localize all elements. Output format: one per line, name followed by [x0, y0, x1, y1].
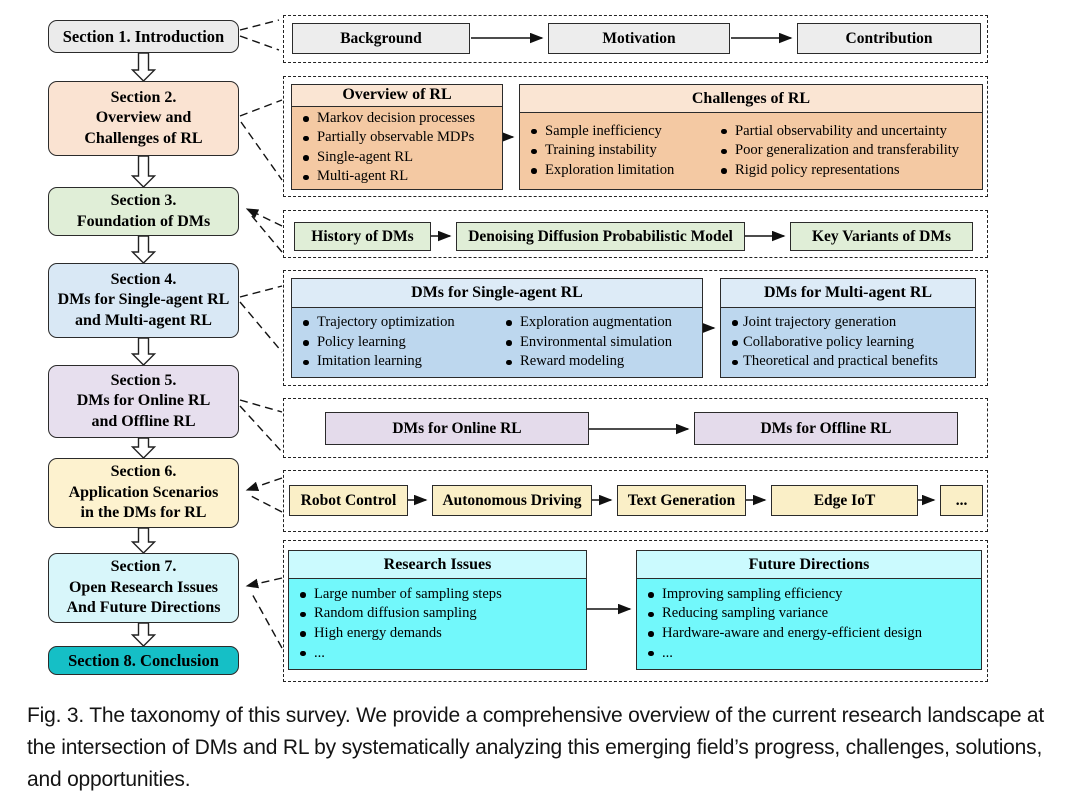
group-introduction — [283, 15, 988, 63]
research-issues-box: Research Issues Large number of sampling… — [288, 550, 587, 670]
down-arrow-icon — [130, 337, 157, 366]
dms-online-rl-box: DMs for Online RL — [325, 412, 589, 445]
down-arrow-icon — [130, 437, 157, 459]
contribution-box: Contribution — [797, 23, 981, 54]
group-dms-agents — [283, 270, 988, 386]
research-issues-title: Research Issues — [289, 551, 586, 579]
bullet-item: Markov decision processes — [294, 109, 475, 129]
down-arrow-icon — [130, 52, 157, 82]
bullet-item: Hardware-aware and energy-efficient desi… — [639, 624, 979, 644]
robot-control-box: Robot Control — [289, 485, 408, 516]
section-4-box: Section 4. DMs for Single-agent RL and M… — [48, 263, 239, 338]
bullet-item: Joint trajectory generation — [723, 313, 973, 333]
dashed-connectors — [239, 19, 283, 649]
dms-single-agent-title: DMs for Single-agent RL — [292, 279, 702, 308]
future-directions-title: Future Directions — [637, 551, 981, 579]
bullet-item: Reward modeling — [497, 352, 700, 372]
section-3-box: Section 3. Foundation of DMs — [48, 187, 239, 236]
figure-caption: Fig. 3. The taxonomy of this survey. We … — [27, 704, 1045, 791]
group-applications — [283, 470, 988, 532]
future-directions-box: Future Directions Improving sampling eff… — [636, 550, 982, 670]
bullet-item: Policy learning — [294, 333, 497, 353]
history-of-dms-box: History of DMs — [294, 222, 431, 251]
bullet-item: Partial observability and uncertainty — [712, 122, 980, 142]
group-research-future — [283, 540, 988, 682]
challenges-of-rl-title: Challenges of RL — [520, 85, 982, 113]
group-foundation-dms — [283, 210, 988, 258]
bullet-item: Poor generalization and transferability — [712, 141, 980, 161]
bullet-item: Multi-agent RL — [294, 167, 475, 187]
overview-of-rl-box: Overview of RL Markov decision processes… — [291, 84, 503, 190]
section-7-box: Section 7. Open Research Issues And Futu… — [48, 553, 239, 623]
section-6-box: Section 6. Application Scenarios in the … — [48, 458, 239, 528]
bullet-item: Large number of sampling steps — [291, 585, 584, 605]
bullet-item: High energy demands — [291, 624, 584, 644]
bullet-item: Partially observable MDPs — [294, 128, 475, 148]
dms-offline-rl-box: DMs for Offline RL — [694, 412, 958, 445]
bullet-item: Exploration augmentation — [497, 313, 700, 333]
bullet-item: Rigid policy representations — [712, 161, 980, 181]
bullet-item: Environmental simulation — [497, 333, 700, 353]
challenges-of-rl-box: Challenges of RL Sample inefficiency Tra… — [519, 84, 983, 190]
down-arrow-icon — [130, 622, 157, 647]
bullet-item: Exploration limitation — [522, 161, 712, 181]
bullet-item: Sample inefficiency — [522, 122, 712, 142]
background-box: Background — [292, 23, 470, 54]
autonomous-driving-box: Autonomous Driving — [432, 485, 592, 516]
bullet-item: Random diffusion sampling — [291, 604, 584, 624]
edge-iot-box: Edge IoT — [771, 485, 918, 516]
more-applications-box: ... — [940, 485, 983, 516]
dms-multi-agent-title: DMs for Multi-agent RL — [721, 279, 975, 308]
text-generation-box: Text Generation — [617, 485, 746, 516]
bullet-item: ... — [291, 644, 584, 664]
bullet-item: Trajectory optimization — [294, 313, 497, 333]
section-8-box: Section 8. Conclusion — [48, 646, 239, 675]
bullet-item: Improving sampling efficiency — [639, 585, 979, 605]
bullet-item: Reducing sampling variance — [639, 604, 979, 624]
bullet-item: Single-agent RL — [294, 148, 475, 168]
bullet-item: ... — [639, 644, 979, 664]
dms-multi-agent-box: DMs for Multi-agent RL Joint trajectory … — [720, 278, 976, 378]
section-2-box: Section 2. Overview and Challenges of RL — [48, 81, 239, 156]
dms-single-agent-box: DMs for Single-agent RL Trajectory optim… — [291, 278, 703, 378]
motivation-box: Motivation — [548, 23, 730, 54]
bullet-item: Collaborative policy learning — [723, 333, 973, 353]
group-dms-online-offline — [283, 398, 988, 458]
bullet-item: Imitation learning — [294, 352, 497, 372]
down-arrow-icon — [130, 155, 157, 188]
ddpm-box: Denoising Diffusion Probabilistic Model — [456, 222, 745, 251]
section-5-box: Section 5. DMs for Online RL and Offline… — [48, 365, 239, 438]
down-arrow-icon — [130, 235, 157, 264]
section-1-box: Section 1. Introduction — [48, 20, 239, 53]
down-arrow-icon — [130, 527, 157, 554]
group-rl — [283, 76, 988, 197]
key-variants-of-dms-box: Key Variants of DMs — [790, 222, 973, 251]
bullet-item: Theoretical and practical benefits — [723, 352, 973, 372]
overview-of-rl-title: Overview of RL — [292, 85, 502, 107]
bullet-item: Training instability — [522, 141, 712, 161]
